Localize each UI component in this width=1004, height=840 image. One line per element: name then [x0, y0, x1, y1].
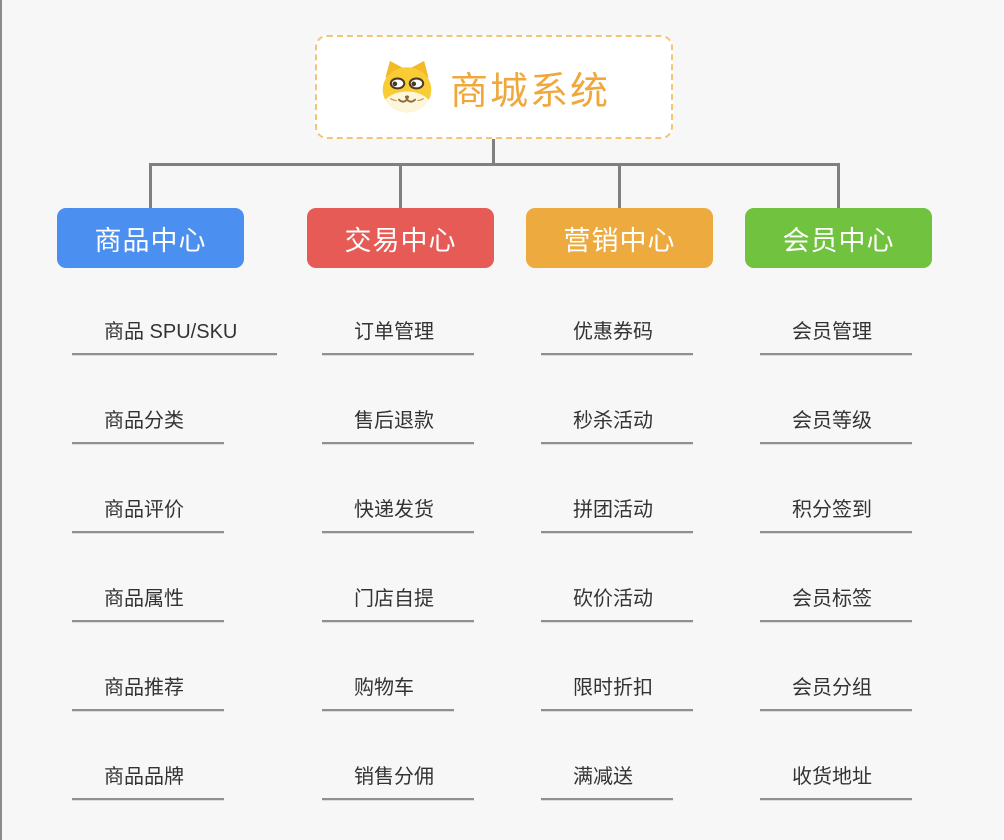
topic-label: 门店自提 [354, 588, 434, 610]
topic-item[interactable]: 会员分组 [760, 667, 912, 711]
topic-item[interactable]: 拼团活动 [541, 489, 693, 533]
topic-label: 售后退款 [354, 410, 434, 432]
topic-item[interactable]: 商品评价 [72, 489, 224, 533]
topic-item[interactable]: 购物车 [322, 667, 454, 711]
topic-label: 销售分佣 [354, 766, 434, 788]
topic-label: 拼团活动 [573, 499, 653, 521]
topic-label: 秒杀活动 [573, 410, 653, 432]
branch-node-product-center[interactable]: 商品中心 [57, 208, 244, 268]
topic-label: 限时折扣 [573, 677, 653, 699]
topic-label: 购物车 [354, 677, 414, 699]
connector-drop-marketing [618, 163, 621, 209]
topic-item[interactable]: 优惠券码 [541, 311, 693, 355]
topic-item[interactable]: 商品品牌 [72, 756, 224, 800]
connector-drop-trade [399, 163, 402, 209]
topic-label: 商品品牌 [104, 766, 184, 788]
connector-horizontal-bar [149, 163, 840, 166]
topic-item[interactable]: 订单管理 [322, 311, 474, 355]
branch-label: 营销中心 [563, 225, 676, 256]
topic-label: 快递发货 [354, 499, 434, 521]
branch-node-member-center[interactable]: 会员中心 [745, 208, 932, 268]
topic-label: 会员分组 [792, 677, 872, 699]
topic-item[interactable]: 快递发货 [322, 489, 474, 533]
topic-label: 会员等级 [792, 410, 872, 432]
topic-item[interactable]: 商品 SPU/SKU [72, 311, 278, 355]
topic-item[interactable]: 收货地址 [760, 756, 912, 800]
branch-node-marketing-center[interactable]: 营销中心 [526, 208, 713, 268]
connector-column-product [0, 0, 2, 534]
topic-label: 会员管理 [792, 321, 872, 343]
topic-item[interactable]: 销售分佣 [322, 756, 474, 800]
connector-root-stub [492, 137, 495, 164]
topic-item[interactable]: 限时折扣 [541, 667, 693, 711]
topic-label: 砍价活动 [573, 588, 653, 610]
topic-item[interactable]: 会员等级 [760, 400, 912, 444]
topic-label: 满减送 [573, 766, 633, 788]
root-node[interactable]: 商城系统 [315, 35, 673, 139]
topic-item[interactable]: 砍价活动 [541, 578, 693, 622]
topic-item[interactable]: 售后退款 [322, 400, 474, 444]
topic-label: 优惠券码 [573, 321, 653, 343]
topic-label: 积分签到 [792, 499, 872, 521]
branch-node-trade-center[interactable]: 交易中心 [307, 208, 494, 268]
connector-drop-member [837, 163, 840, 209]
topic-label: 商品评价 [104, 499, 184, 521]
branch-label: 会员中心 [782, 225, 895, 256]
topic-item[interactable]: 满减送 [541, 756, 673, 800]
root-title: 商城系统 [449, 70, 610, 113]
connector-column-trade [0, 534, 2, 840]
topic-label: 订单管理 [354, 321, 434, 343]
topic-item[interactable]: 门店自提 [322, 578, 474, 622]
topic-label: 收货地址 [792, 766, 872, 788]
topic-label: 会员标签 [792, 588, 872, 610]
topic-item[interactable]: 商品分类 [72, 400, 224, 444]
topic-item[interactable]: 会员标签 [760, 578, 912, 622]
topic-item[interactable]: 积分签到 [760, 489, 912, 533]
topic-item[interactable]: 秒杀活动 [541, 400, 693, 444]
topic-label: 商品 SPU/SKU [104, 321, 238, 343]
topic-item[interactable]: 商品属性 [72, 578, 224, 622]
topic-item[interactable]: 会员管理 [760, 311, 912, 355]
dog-face-icon [382, 60, 432, 113]
topic-label: 商品属性 [104, 588, 184, 610]
branch-label: 交易中心 [344, 225, 457, 256]
topic-label: 商品分类 [104, 410, 184, 432]
topic-label: 商品推荐 [104, 677, 184, 699]
connector-drop-product [149, 163, 152, 209]
topic-item[interactable]: 商品推荐 [72, 667, 224, 711]
branch-label: 商品中心 [94, 225, 207, 256]
